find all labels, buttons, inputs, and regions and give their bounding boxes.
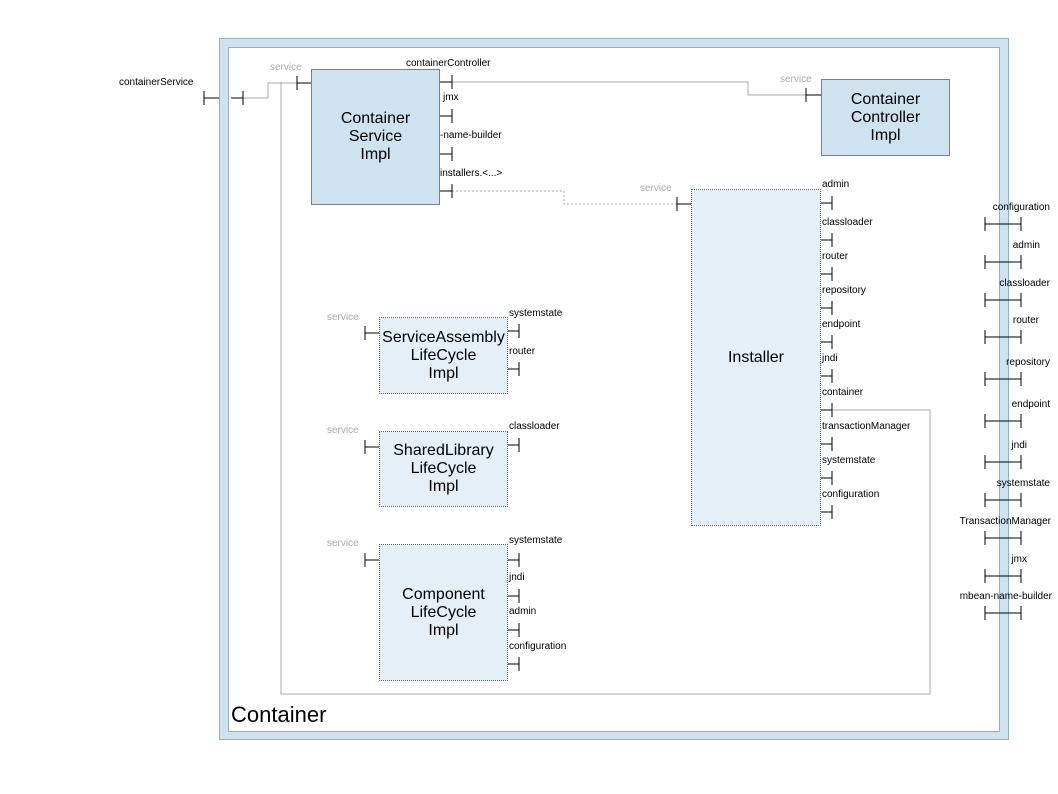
reference-label: jndi [822,353,838,364]
service-label: service [640,183,672,194]
component-label: SharedLibrary LifeCycle Impl [393,442,494,495]
comp-ref-pin-icon [507,589,520,603]
right-ref-pin-icon [984,330,1022,344]
sl-ref-pin-icon [507,438,520,452]
reference-label: transactionManager [822,421,911,432]
installers-wire [452,190,677,205]
sa-ref-pin-icon [507,324,520,338]
service-wire [243,82,297,99]
external-reference-label: router [1012,315,1039,326]
container-title: Container [231,702,327,727]
component-label: Container Service Impl [340,110,411,163]
service-label: service [327,538,359,549]
external-reference-label: classloader [999,278,1050,289]
reference-label: configuration [509,641,567,652]
external-reference-label: jndi [1011,440,1027,451]
right-ref-pin-icon [984,531,1022,545]
installer-ref-pin-icon [820,335,833,349]
external-reference-label: repository [1006,357,1050,368]
installer-ref-pin-icon [820,301,833,315]
comp-ref-pin-icon [507,657,520,671]
reference-label: containerController [406,58,491,69]
right-ref-pin-icon [984,414,1022,428]
reference-label: router [509,346,536,357]
external-port-icon [203,91,219,105]
reference-label: router [822,251,849,262]
component-label: Component LifeCycle Impl [402,585,485,639]
installer-service-port-icon [676,197,691,211]
sl-service-port-icon [364,440,379,454]
right-ref-pin-icon [984,569,1022,583]
reference-label: container [822,387,864,398]
css-ref-pin-icon [439,147,453,161]
external-reference-label: endpoint [1011,399,1050,410]
component-label: Installer [727,348,785,366]
reference-label: systemstate [509,535,563,546]
external-reference-label: mbean-name-builder [959,591,1052,602]
container-service-impl[interactable]: Container Service Impl [311,69,440,205]
external-reference-label: TransactionManager [959,516,1051,527]
reference-label: jmx [443,92,459,103]
installer-ref-pin-icon [820,196,833,210]
external-reference-label: configuration [992,202,1050,213]
installer-ref-pin-icon [820,267,833,281]
css-service-port-icon [296,76,311,90]
service-label: service [270,62,302,73]
right-ref-pin-icon [984,217,1022,231]
external-reference-label: admin [1012,240,1040,251]
external-socket-icon [231,91,244,105]
reference-label: admin [509,606,537,617]
reference-label: -name-builder [440,130,502,141]
right-ref-pin-icon [984,255,1022,269]
comp-ref-pin-icon [507,553,520,567]
sa-ref-pin-icon [507,362,520,376]
right-ref-pin-icon [984,493,1022,507]
reference-label: jndi [509,572,525,583]
external-service-label: containerService [119,77,194,88]
installer-ref-pin-icon [820,437,833,451]
css-ref-pin-icon [439,109,453,123]
installer-ref-pin-icon [820,505,833,519]
reference-label: classloader [822,217,873,228]
external-reference-label: jmx [1011,554,1027,565]
reference-label: systemstate [509,308,563,319]
reference-label: configuration [822,489,880,500]
service-label: service [327,425,359,436]
service-label: service [327,312,359,323]
reference-label: endpoint [822,319,861,330]
right-ref-pin-icon [984,455,1022,469]
installer-ref-pin-icon [820,403,833,417]
comp-service-port-icon [364,553,379,567]
reference-label: classloader [509,421,560,432]
reference-label: systemstate [822,455,876,466]
component-label: ServiceAssembly LifeCycle Impl [382,328,505,382]
installer-ref-pin-icon [820,369,833,383]
component-label: Container Controller Impl [850,90,921,144]
comp-ref-pin-icon [507,623,520,637]
right-ref-pin-icon [984,372,1022,386]
installer[interactable]: Installer [691,189,821,526]
service-assembly-lifecycle-impl[interactable]: ServiceAssembly LifeCycle Impl [379,317,508,394]
service-label: service [780,74,812,85]
reference-label: repository [822,285,866,296]
controller-wire [452,81,806,96]
container-controller-impl[interactable]: Container Controller Impl [821,79,950,156]
reference-label: installers.<...> [440,168,503,179]
ccc-service-port-icon [805,88,821,102]
right-ref-pin-icon [984,293,1022,307]
css-ref-pin-icon [439,75,453,89]
sa-service-port-icon [364,326,379,340]
shared-library-lifecycle-impl[interactable]: SharedLibrary LifeCycle Impl [379,431,508,507]
reference-label: admin [822,179,850,190]
css-ref-pin-icon [439,184,453,198]
installer-ref-pin-icon [820,471,833,485]
right-ref-pin-icon [984,606,1022,620]
installer-ref-pin-icon [820,233,833,247]
dependency-frame [280,82,931,695]
component-lifecycle-impl[interactable]: Component LifeCycle Impl [379,544,508,681]
external-reference-label: systemstate [996,478,1050,489]
